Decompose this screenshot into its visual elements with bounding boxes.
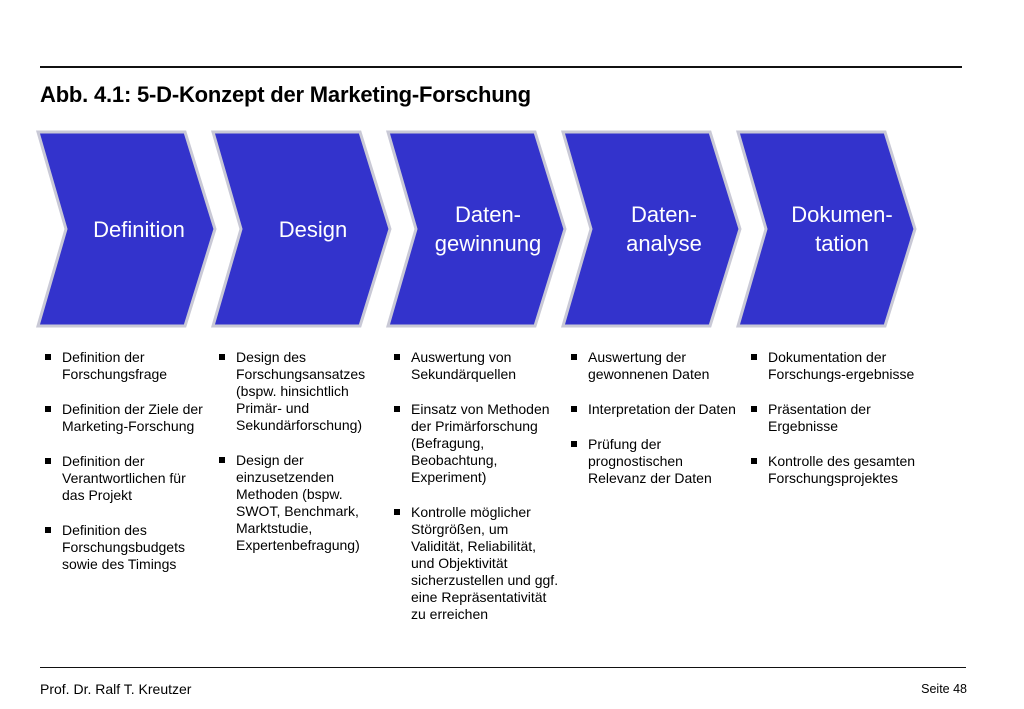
bottom-rule: [40, 667, 966, 668]
chevron-step-4: [561, 130, 742, 328]
chevron-step-3: [386, 130, 567, 328]
chevron-step-1: [36, 130, 217, 328]
bullet-item: Prüfung der prognostischen Relevanz der …: [568, 436, 740, 487]
bullet-item: Präsentation der Ergebnisse: [748, 401, 920, 435]
bullet-item: Auswertung von Sekundärquellen: [391, 349, 563, 383]
bullet-item: Definition des Forschungsbudgets sowie d…: [42, 522, 210, 573]
chevron-step-2: [211, 130, 392, 328]
footer-page-number: Seite 48: [921, 682, 967, 696]
chevron-step-5: [736, 130, 917, 328]
step-label-3: Daten- gewinnung: [434, 202, 542, 256]
bullet-item: Design der einzusetzenden Methoden (bspw…: [216, 452, 388, 554]
step-details-2: Design des Forschungsansatzes (bspw. hin…: [216, 349, 388, 572]
bullet-item: Definition der Ziele der Marketing-Forsc…: [42, 401, 210, 435]
step-label-2: Design: [278, 216, 348, 242]
bullet-item: Design des Forschungsansatzes (bspw. hin…: [216, 349, 388, 434]
top-rule: [40, 66, 962, 68]
bullet-item: Definition der Verantwortlichen für das …: [42, 453, 210, 504]
step-label-4: Daten- analyse: [626, 202, 702, 256]
bullet-item: Dokumentation der Forschungs-ergebnisse: [748, 349, 920, 383]
bullet-item: Kontrolle des gesamten Forschungsprojekt…: [748, 453, 920, 487]
bullet-item: Interpretation der Daten: [568, 401, 740, 418]
bullet-item: Kontrolle möglicher Störgrößen, um Valid…: [391, 504, 563, 623]
bullet-item: Einsatz von Methoden der Primärforschung…: [391, 401, 563, 486]
footer-author: Prof. Dr. Ralf T. Kreutzer: [40, 681, 192, 697]
step-label-1: Definition: [93, 216, 185, 242]
bullet-item: Auswertung der gewonnenen Daten: [568, 349, 740, 383]
bullet-item: Definition der Forschungsfrage: [42, 349, 210, 383]
figure-title: Abb. 4.1: 5-D-Konzept der Marketing-Fors…: [40, 82, 531, 107]
step-label-5: Dokumen- tation: [791, 202, 893, 256]
